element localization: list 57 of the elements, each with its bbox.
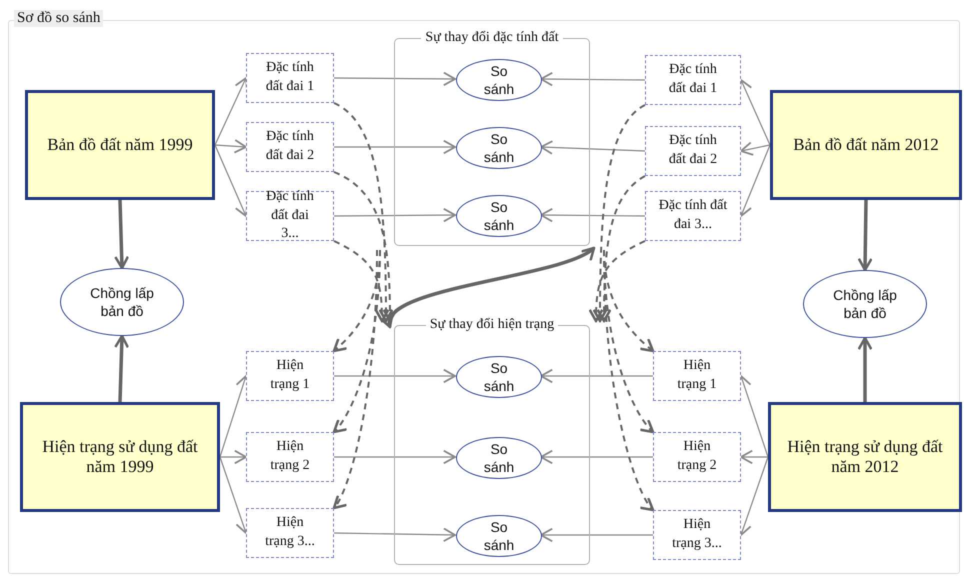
process-box: Bản đồ đất năm 1999 <box>25 90 215 200</box>
attribute-box: Hiện trạng 1 <box>653 351 741 401</box>
attribute-box: Đặc tính đất đai 2 <box>645 126 741 176</box>
attribute-box: Đặc tính đất đai 3... <box>645 191 741 241</box>
ellipse-node: So sánh <box>456 59 542 101</box>
dashed-arrow <box>588 240 646 322</box>
arrow <box>220 450 247 464</box>
attribute-box: Hiện trạng 2 <box>246 432 334 482</box>
arrow <box>334 140 456 154</box>
dashed-arrow <box>334 102 394 322</box>
process-box: Hiện trạng sử dụng đất năm 2012 <box>768 402 962 512</box>
process-box: Hiện trạng sử dụng đất năm 1999 <box>20 402 220 512</box>
arrow <box>214 139 247 154</box>
attribute-box: Đặc tính đất đai 1 <box>246 53 334 103</box>
dashed-arrow <box>334 240 390 322</box>
ellipse-node: So sánh <box>456 195 542 237</box>
arrow <box>334 72 456 86</box>
ellipse-node: So sánh <box>456 437 542 479</box>
arrow <box>214 144 248 217</box>
arrow <box>383 246 596 328</box>
attribute-box: Hiện trạng 3... <box>653 510 741 560</box>
dashed-arrow <box>332 250 378 510</box>
arrow <box>334 450 456 464</box>
ellipse-node: So sánh <box>456 127 542 169</box>
arrow <box>540 450 653 464</box>
arrow <box>740 142 770 156</box>
ellipse-node: Chồng lấp bản đồ <box>803 270 927 338</box>
group-title: Sự thay đổi đặc tính đất <box>421 30 563 45</box>
arrow <box>540 140 646 155</box>
attribute-box: Đặc tính đất đai 1 <box>645 55 741 105</box>
ellipse-node: Chồng lấp bản đồ <box>60 268 184 336</box>
attribute-box: Hiện trạng 1 <box>246 351 334 401</box>
arrow <box>740 450 768 464</box>
attribute-box: Đặc tính đất đai 2 <box>246 122 334 172</box>
ellipse-node: So sánh <box>456 356 542 398</box>
arrow <box>858 200 873 272</box>
diagram-title: Sơ đồ so sánh <box>14 10 104 27</box>
arrow <box>334 528 456 542</box>
dashed-arrow <box>596 175 646 322</box>
arrow <box>114 200 130 270</box>
ellipse-node: So sánh <box>456 515 542 557</box>
arrow <box>540 368 653 384</box>
process-box: Bản đồ đất năm 2012 <box>770 90 962 200</box>
attribute-box: Hiện trạng 2 <box>653 432 741 482</box>
arrow <box>540 208 645 222</box>
arrow <box>114 334 130 402</box>
attribute-box: Hiện trạng 3... <box>246 508 334 558</box>
arrow <box>334 368 456 384</box>
arrow <box>334 208 456 222</box>
dashed-arrow <box>592 104 646 322</box>
dashed-arrow <box>332 250 381 434</box>
arrow <box>540 528 653 542</box>
group-title: Sự thay đổi hiện trạng <box>426 317 558 332</box>
attribute-box: Đặc tính đất đai 3... <box>246 191 334 241</box>
arrow <box>214 77 248 146</box>
arrow <box>540 72 645 86</box>
arrow <box>857 336 873 402</box>
